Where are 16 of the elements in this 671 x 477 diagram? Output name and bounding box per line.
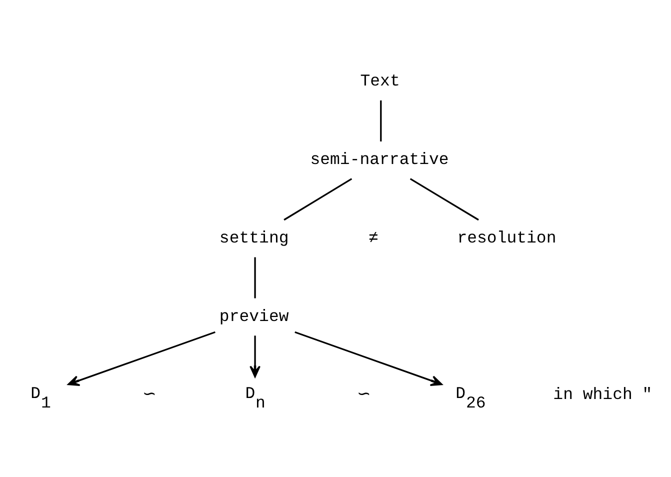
connector [284, 178, 352, 221]
node-text: Text [360, 72, 400, 91]
label: in which " [553, 385, 652, 404]
connector [254, 257, 256, 298]
node-text: semi-narrative [310, 150, 449, 170]
arrow [68, 331, 216, 386]
node-text: setting [219, 228, 289, 248]
connector [380, 100, 382, 142]
label: ∽ [142, 385, 157, 404]
arrow [294, 331, 442, 386]
label: ≠ [368, 228, 378, 248]
node-text: resolution [457, 228, 556, 248]
node-text: preview [219, 306, 289, 326]
arrow [250, 336, 260, 378]
label: ∽ [357, 385, 372, 404]
connector [410, 178, 479, 221]
